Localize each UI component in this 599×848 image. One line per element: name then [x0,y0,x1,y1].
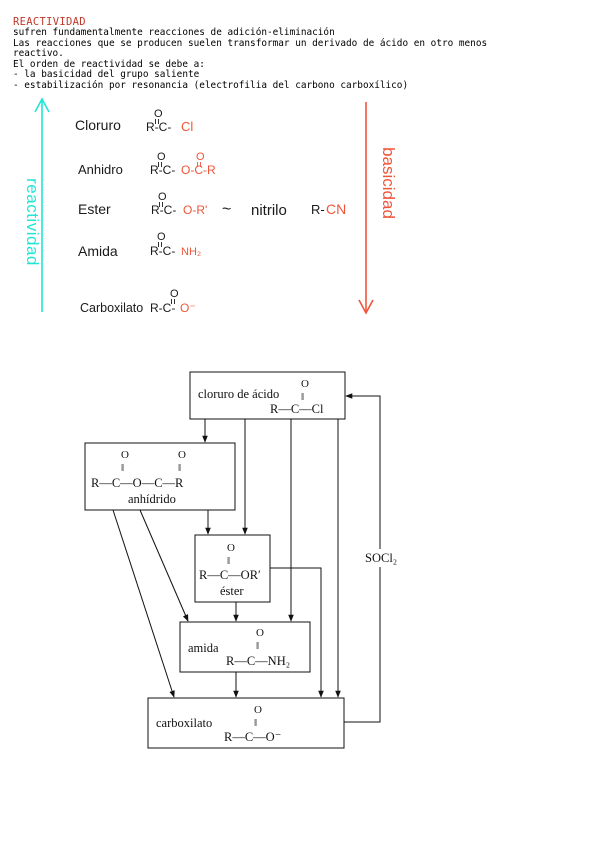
compound-name-anhidro: Anhidro [78,162,123,177]
notes-line-1: sufren fundamentalmente reacciones de ad… [13,27,335,38]
oxygen-carboxilato: O [170,288,179,300]
box-carboxilato [147,697,345,749]
oxygen-anhidro-1: O [157,151,166,163]
formula-anhidro-group: O-C-R [181,163,216,177]
arrow-ester-carboxilato [270,567,324,698]
oxygen-box-anhidrido-1: O [121,449,129,461]
oxygen-box-cloruro: O [301,378,309,390]
nitrile-formula-group: CN [326,201,346,217]
notes-block: REACTIVIDAD sufren fundamentalmente reac… [13,16,593,92]
notes-line-4: El orden de reactividad se debe a: [13,58,205,70]
label-anhidrido: anhídrido [128,492,176,506]
label-amida: amida [188,641,219,655]
notes-line-5: - la basicidad del grupo saliente [13,69,200,81]
socl2-label-bg [364,549,396,567]
oxygen-box-ester: O [227,542,235,554]
reactivity-label: reactividad [23,178,42,266]
double-bond-box-amida: ‖ [256,640,259,652]
compound-name-amida: Amida [78,243,118,259]
double-bond-box-carboxilato: ‖ [254,717,257,729]
compound-name-carboxilato: Carboxilato [80,301,143,315]
formula-box-ester: R—C—OR′ [199,568,261,582]
reactivity-sketch: reactividad basicidad Cloruro O R-C- Cl … [23,97,398,315]
box-amida [179,621,311,673]
oxygen-amida: O [157,231,166,243]
box-anhidrido [84,442,236,511]
basicity-arrowhead [358,299,374,315]
notes-line-6: - estabilización por resonancia (electro… [13,79,409,91]
label-cloruro: cloruro de ácido [198,387,279,401]
formula-carboxilato-base: R-C- [150,301,175,315]
notes-line-3: reactivo. [13,48,64,60]
formula-ester-group: O-R' [183,203,207,217]
oxygen-box-amida: O [256,627,264,639]
nitrile-name: nitrilo [251,202,287,219]
box-cloruro [189,371,346,420]
formula-cloruro-group: Cl [181,119,193,134]
label-ester: éster [220,584,244,598]
double-bond-box-cloruro: ‖ [301,391,304,403]
reactivity-arrowhead [34,97,50,113]
arrow-anhidrido-amida [139,509,189,622]
formula-amida-base: R-C- [150,244,175,258]
similar-sign: ~ [222,201,231,218]
nitrile-formula-base: R- [311,202,325,217]
oxygen-ester: O [158,191,167,203]
arrow-anhidrido-carboxilato [112,509,175,698]
formula-amida-group: NH₂ [181,246,201,258]
formula-box-amida: R—C—NH₂ [226,654,290,668]
notes-line-2: Las reacciones que se producen suelen tr… [13,37,488,49]
label-carboxilato: carboxilato [156,716,212,730]
double-bond-box-anhidrido-1: ‖ [121,462,124,474]
oxygen-box-anhidrido-2: O [178,449,186,461]
formula-carboxilato-group: O⁻ [180,301,196,315]
notes-title: REACTIVIDAD [13,16,86,28]
compound-name-ester: Ester [78,201,111,217]
formula-box-anhidrido: R—C—O—C—R [91,476,184,490]
oxygen-cloruro: O [154,108,163,120]
formula-ester-base: R-C- [151,203,176,217]
compound-name-cloruro: Cloruro [75,117,121,133]
double-bond-box-anhidrido-2: ‖ [178,462,181,474]
formula-box-carboxilato: R—C—O⁻ [224,730,281,744]
formula-cloruro-base: R-C- [146,120,171,134]
formula-anhidro-base: R-C- [150,163,175,177]
oxygen-box-carboxilato: O [254,704,262,716]
basicity-label: basicidad [379,147,398,219]
socl2-label: SOCl₂ [365,551,397,565]
formula-box-cloruro: R—C—Cl [270,402,324,416]
oxygen-anhidro-2: O [196,151,205,163]
double-bond-box-ester: ‖ [227,555,230,567]
